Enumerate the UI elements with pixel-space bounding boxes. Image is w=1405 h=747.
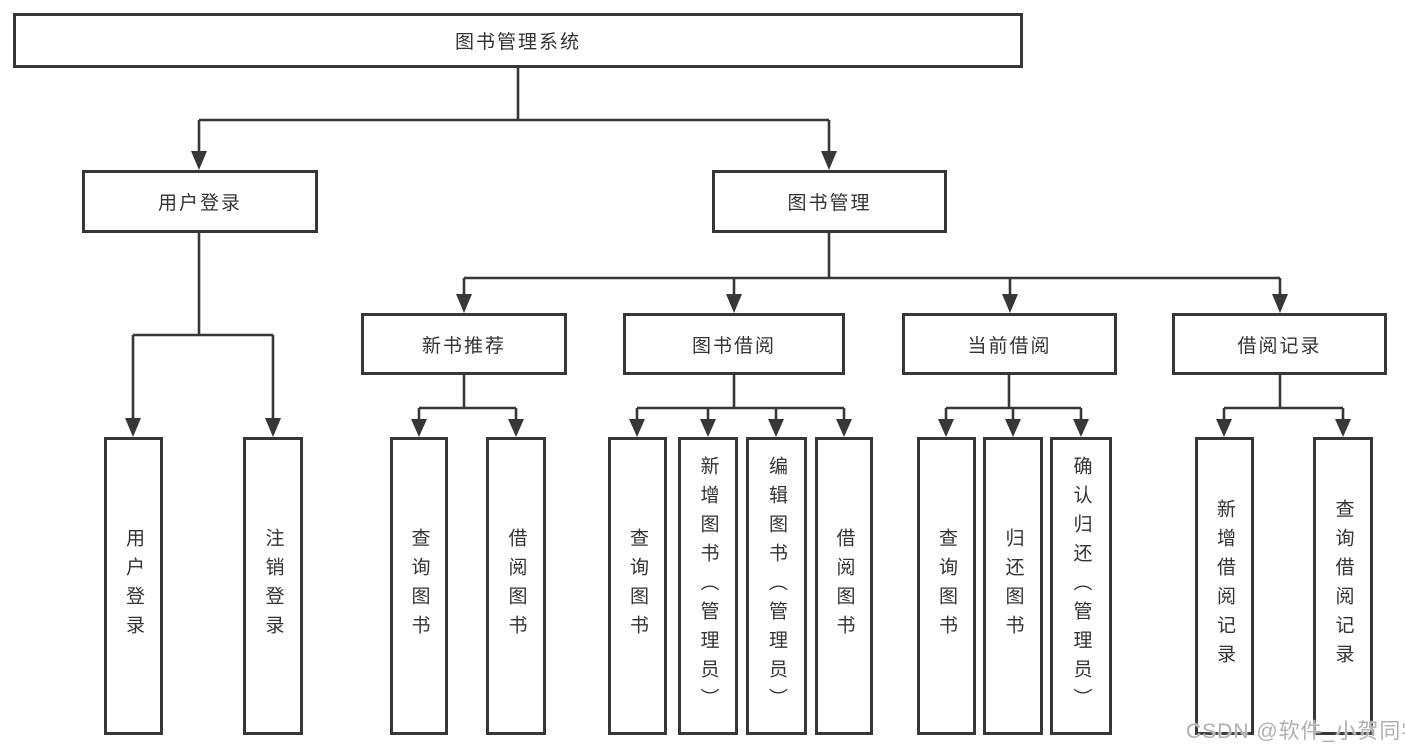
arrowhead: [508, 419, 524, 437]
node-label: 查询借阅记录: [1332, 499, 1354, 673]
leaf-bb-add-books-admin: 新增图书（管理员）: [678, 437, 738, 735]
node-label: 当前借阅: [967, 335, 1052, 357]
node-label: 新书推荐: [421, 335, 506, 357]
node-book-borrowing: 图书借阅: [623, 313, 845, 375]
arrowhead: [1005, 419, 1021, 437]
node-label: 借阅记录: [1237, 335, 1322, 357]
arrowhead: [768, 419, 784, 437]
node-current-borrowing: 当前借阅: [902, 313, 1117, 375]
csdn-watermark: CSDN @软件_小贺同学: [1186, 720, 1405, 743]
leaf-nbr-borrow-books: 借阅图书: [486, 437, 546, 735]
connector-line: [197, 68, 831, 153]
arrowhead: [1335, 419, 1351, 437]
node-user-login: 用户登录: [82, 170, 318, 233]
arrowhead: [836, 419, 852, 437]
connector-book-borrow-to-leaves: [629, 375, 852, 437]
connector-line: [417, 375, 518, 421]
connector-borrow-records-to-leaves: [1216, 375, 1351, 437]
leaf-cb-query-books: 查询图书: [917, 437, 976, 735]
leaf-br-add-record: 新增借阅记录: [1195, 437, 1254, 735]
arrowhead: [191, 151, 207, 170]
connector-new-book-rec-to-leaves: [411, 375, 524, 437]
node-label: 编辑图书（管理员）: [766, 455, 787, 717]
node-borrowing-records: 借阅记录: [1172, 313, 1387, 375]
leaf-nbr-query-books: 查询图书: [390, 437, 448, 735]
node-new-book-recommend: 新书推荐: [361, 313, 567, 375]
arrowhead: [629, 419, 645, 437]
leaf-cb-confirm-return-admin: 确认归还（管理员）: [1050, 437, 1112, 735]
arrowhead: [456, 294, 472, 313]
node-label: 图书管理: [787, 193, 872, 214]
arrowhead: [821, 151, 837, 170]
connector-user-login-to-leaves: [125, 233, 281, 437]
arrowhead: [1272, 294, 1288, 313]
arrowhead: [265, 418, 281, 437]
node-label: 借阅图书: [833, 528, 855, 644]
node-label: 用户登录: [157, 193, 242, 214]
connector-book-mgmt-to-level3: [456, 233, 1288, 313]
node-book-management: 图书管理: [712, 170, 947, 233]
node-label: 查询图书: [627, 528, 648, 644]
node-label: 注销登录: [262, 528, 284, 644]
leaf-bb-borrow-books: 借阅图书: [815, 437, 873, 735]
node-label: 新增借阅记录: [1214, 499, 1235, 673]
node-label: 查询图书: [936, 528, 957, 644]
node-label: 查询图书: [408, 528, 430, 644]
arrowhead: [726, 294, 742, 313]
connector-line: [1222, 375, 1345, 421]
leaf-user-login: 用户登录: [104, 437, 163, 735]
arrowhead: [1073, 419, 1089, 437]
leaf-bb-query-books: 查询图书: [608, 437, 667, 735]
connector-line: [462, 233, 1282, 296]
arrowhead: [411, 419, 427, 437]
connector-current-borrow-to-leaves: [938, 375, 1089, 437]
node-label: 借阅图书: [505, 528, 527, 644]
node-label: 确认归还（管理员）: [1070, 455, 1092, 717]
node-label: 用户登录: [123, 528, 144, 644]
connector-line: [131, 233, 275, 420]
node-library-management-system: 图书管理系统: [13, 13, 1023, 68]
arrowhead: [700, 419, 716, 437]
arrowhead: [1002, 294, 1018, 313]
connector-line: [944, 375, 1083, 421]
node-label: 新增图书（管理员）: [697, 455, 719, 717]
node-label: 归还图书: [1002, 528, 1024, 644]
leaf-br-query-record: 查询借阅记录: [1313, 437, 1373, 735]
leaf-logout: 注销登录: [243, 437, 303, 735]
node-label: 图书管理系统: [454, 32, 581, 53]
connector-root-to-level2: [191, 68, 837, 170]
leaf-bb-edit-books-admin: 编辑图书（管理员）: [746, 437, 807, 735]
node-label: 图书借阅: [691, 335, 776, 357]
connector-line: [635, 375, 846, 421]
arrowhead: [125, 418, 141, 437]
arrowhead: [938, 419, 954, 437]
leaf-cb-return-books: 归还图书: [983, 437, 1043, 735]
arrowhead: [1216, 419, 1232, 437]
